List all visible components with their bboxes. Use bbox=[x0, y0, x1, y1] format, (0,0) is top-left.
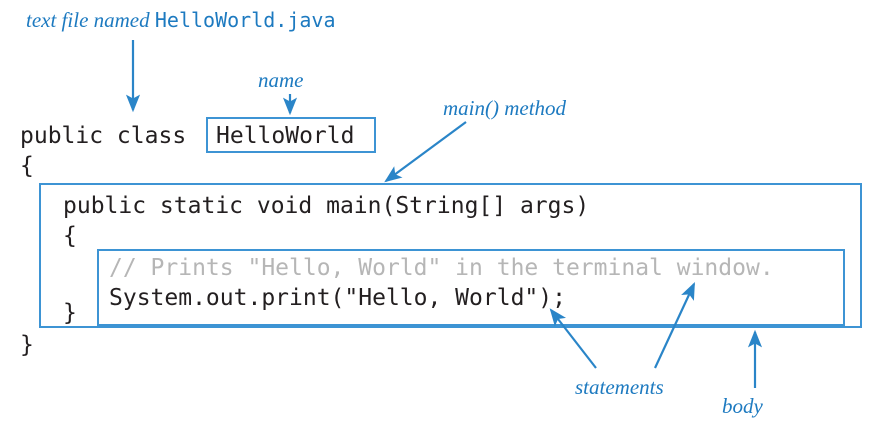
code-line-main-signature: public static void main(String[] args) bbox=[63, 193, 590, 219]
annotation-file-prefix: text file named bbox=[26, 8, 155, 32]
class-name-highlight-box bbox=[206, 117, 376, 153]
code-line-main-open-brace: { bbox=[63, 223, 77, 249]
code-line-comment: // Prints "Hello, World" in the terminal… bbox=[109, 255, 774, 281]
code-line-class-declaration: public class bbox=[20, 123, 187, 149]
code-line-print-statement: System.out.print("Hello, World"); bbox=[109, 285, 566, 311]
method-body-highlight-box bbox=[39, 183, 862, 328]
code-class-name: HelloWorld bbox=[216, 123, 355, 149]
statements-highlight-box bbox=[97, 249, 845, 326]
annotation-statements: statements bbox=[575, 375, 664, 399]
annotation-text-file-named: text file named HelloWorld.java bbox=[26, 8, 336, 33]
code-line-main-close-brace: } bbox=[63, 300, 77, 326]
code-line-class-close-brace: } bbox=[20, 332, 34, 358]
annotation-main-method: main() method bbox=[443, 96, 567, 120]
annotation-file-name: HelloWorld.java bbox=[154, 8, 336, 32]
code-line-class-open-brace: { bbox=[20, 153, 34, 179]
annotation-body: body bbox=[722, 394, 763, 418]
annotation-name: name bbox=[258, 68, 304, 92]
arrow-main-method bbox=[384, 121, 467, 183]
